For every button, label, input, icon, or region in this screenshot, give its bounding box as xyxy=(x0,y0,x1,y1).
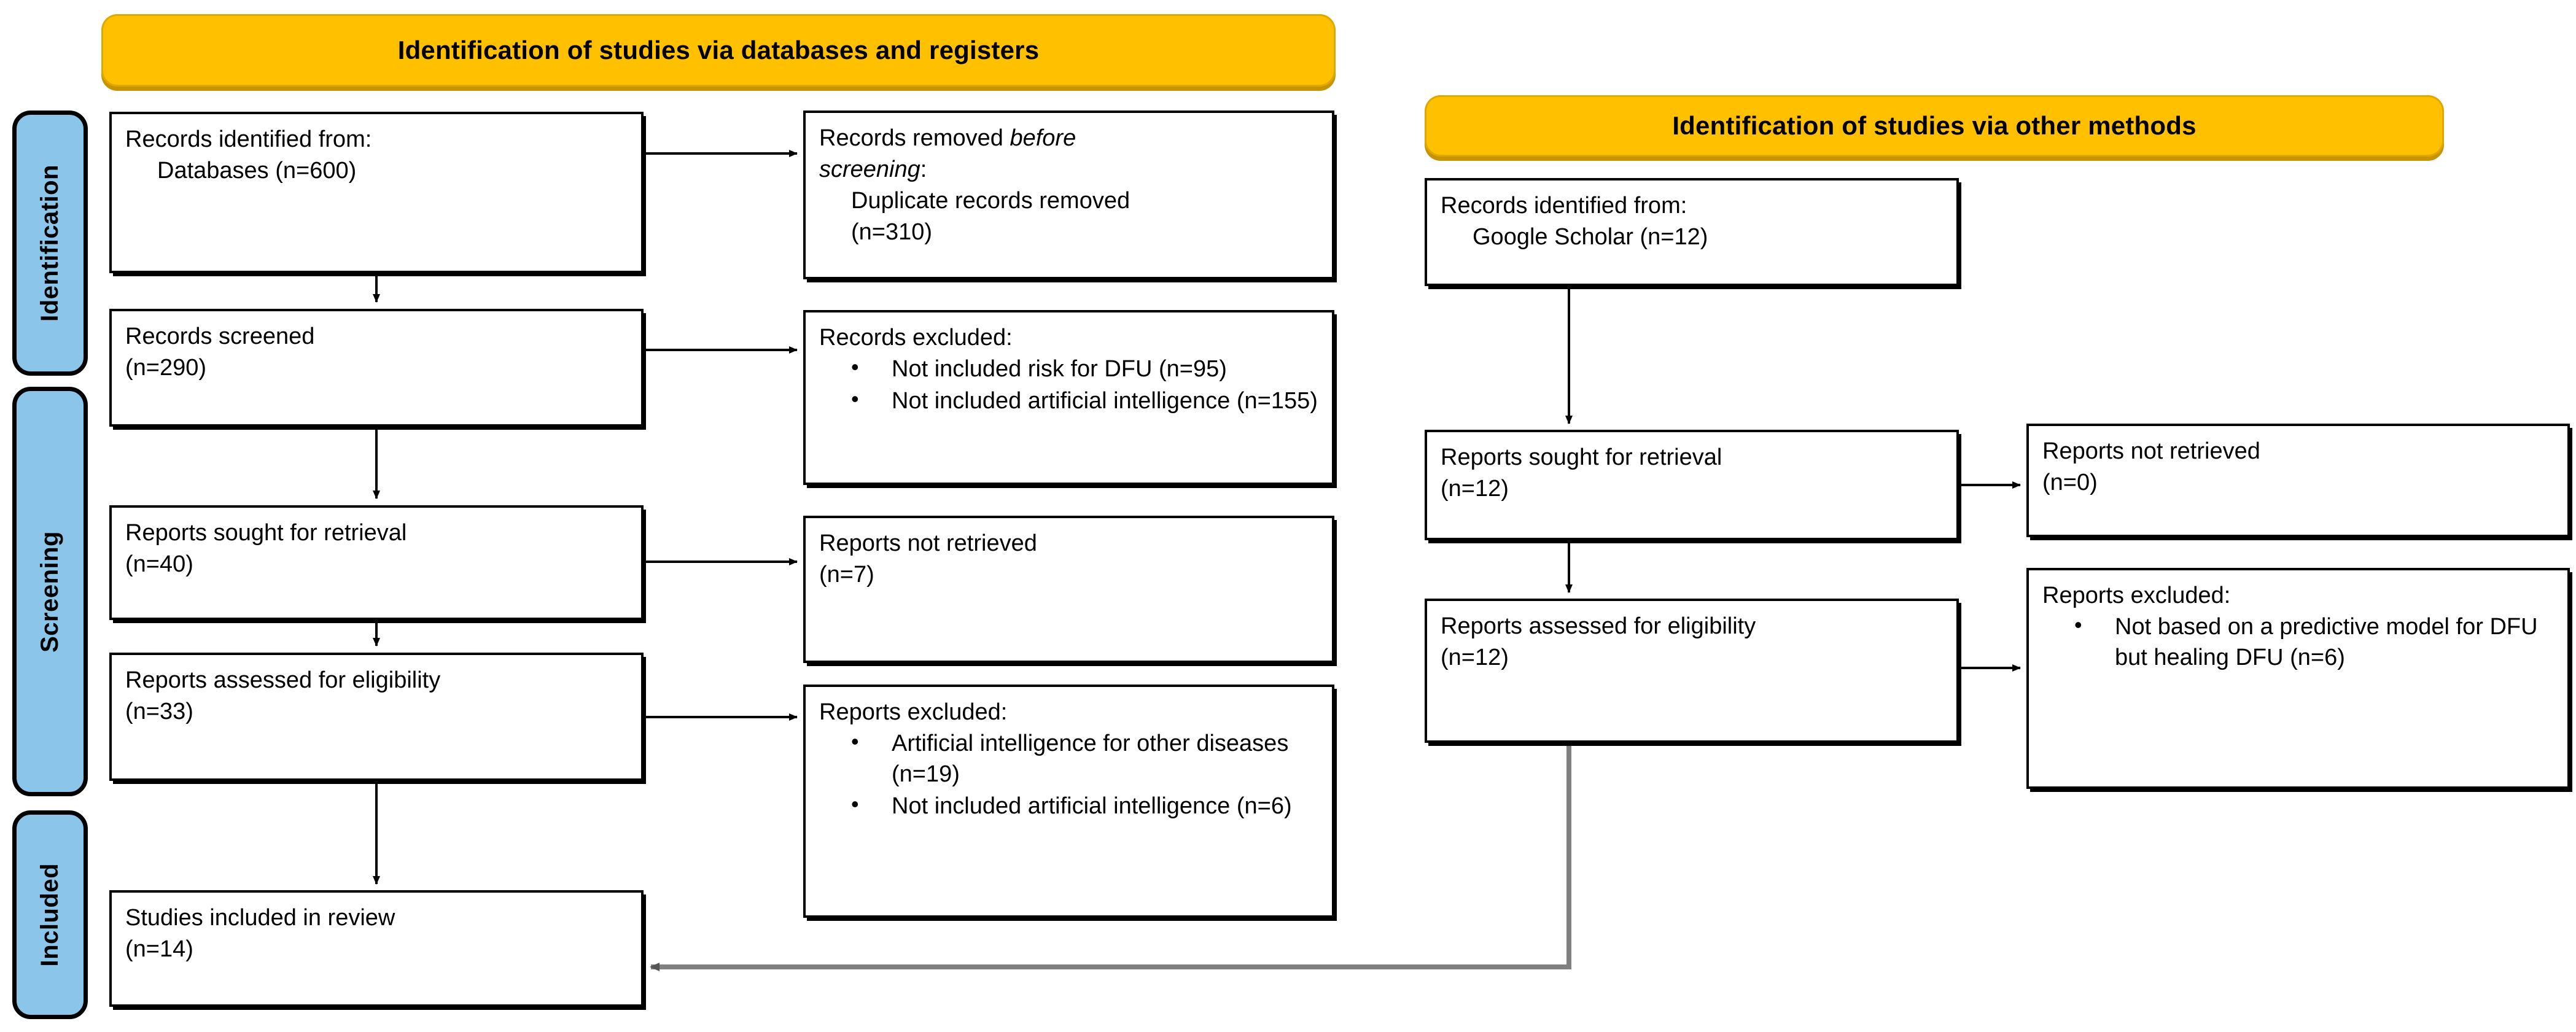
records-removed-line3: Duplicate records removed xyxy=(851,187,1130,214)
reports-not-retrieved-line1: Reports not retrieved xyxy=(819,530,1037,556)
node-records-identified-databases: Records identified from: Databases (n=60… xyxy=(109,112,644,273)
reports-sought-line1: Reports sought for retrieval xyxy=(125,520,407,546)
records-identified-other-line1: Records identified from: xyxy=(1441,193,1687,219)
records-excluded-title: Records excluded: xyxy=(819,325,1013,351)
records-identified-line1: Records identified from: xyxy=(125,126,372,152)
records-removed-line2-colon: : xyxy=(920,156,927,182)
node-reports-excluded-databases: Reports excluded: Artificial intelligenc… xyxy=(803,685,1334,918)
node-records-identified-google-scholar: Records identified from: Google Scholar … xyxy=(1425,178,1959,286)
records-excluded-bullet-2: Not included artificial intelligence (n=… xyxy=(819,384,1320,416)
records-removed-line1-a: Records removed xyxy=(819,125,1010,151)
reports-excluded-other-bullet-1: Not based on a predictive model for DFU … xyxy=(2042,610,2555,673)
records-removed-line1: Records removed before xyxy=(819,123,1320,154)
reports-not-retrieved-line2: (n=7) xyxy=(819,561,874,588)
records-excluded-bullets: Not included risk for DFU (n=95) Not inc… xyxy=(819,352,1320,416)
records-excluded-bullet-1: Not included risk for DFU (n=95) xyxy=(819,352,1320,384)
records-screened-line1: Records screened xyxy=(125,324,315,349)
node-reports-not-retrieved-databases: Reports not retrieved (n=7) xyxy=(803,516,1334,663)
reports-excluded-bullet-2: Not included artificial intelligence (n=… xyxy=(819,790,1320,821)
records-identified-line2: Databases (n=600) xyxy=(157,157,357,184)
reports-assessed-other-line2: (n=12) xyxy=(1441,644,1509,670)
reports-excluded-title: Reports excluded: xyxy=(819,699,1008,725)
reports-assessed-line1: Reports assessed for eligibility xyxy=(125,667,441,693)
node-reports-excluded-other: Reports excluded: Not based on a predict… xyxy=(2026,568,2570,789)
node-records-screened: Records screened (n=290) xyxy=(109,309,644,427)
reports-sought-line2: (n=40) xyxy=(125,551,193,577)
stage-pill-included: Included xyxy=(12,810,88,1019)
records-removed-line1-emphasis: before xyxy=(1010,125,1076,151)
node-reports-assessed-databases: Reports assessed for eligibility (n=33) xyxy=(109,653,644,781)
node-reports-sought-databases: Reports sought for retrieval (n=40) xyxy=(109,505,644,620)
banner-databases-label: Identification of studies via databases … xyxy=(397,35,1040,64)
node-records-removed-before-screening: Records removed before screening: Duplic… xyxy=(803,111,1334,279)
banner-other-methods-label: Identification of studies via other meth… xyxy=(1672,111,2197,140)
records-identified-other-line2: Google Scholar (n=12) xyxy=(1473,223,1708,250)
node-reports-not-retrieved-other: Reports not retrieved (n=0) xyxy=(2026,424,2570,537)
stage-label-identification: Identification xyxy=(36,165,63,322)
stage-label-screening: Screening xyxy=(36,530,63,653)
node-records-excluded: Records excluded: Not included risk for … xyxy=(803,310,1334,485)
studies-included-line1: Studies included in review xyxy=(125,905,395,931)
reports-sought-other-line2: (n=12) xyxy=(1441,475,1509,502)
banner-databases: Identification of studies via databases … xyxy=(101,14,1336,87)
reports-not-retrieved-other-line1: Reports not retrieved xyxy=(2042,438,2260,464)
node-studies-included: Studies included in review (n=14) xyxy=(109,890,644,1007)
stage-label-included: Included xyxy=(36,863,63,967)
reports-assessed-line2: (n=33) xyxy=(125,698,193,724)
reports-sought-other-line1: Reports sought for retrieval xyxy=(1441,444,1722,470)
node-reports-assessed-other: Reports assessed for eligibility (n=12) xyxy=(1425,599,1959,743)
reports-not-retrieved-other-line2: (n=0) xyxy=(2042,469,2098,495)
records-removed-line2-emphasis: screening xyxy=(819,156,920,182)
reports-excluded-other-bullets: Not based on a predictive model for DFU … xyxy=(2042,610,2555,673)
node-reports-sought-other: Reports sought for retrieval (n=12) xyxy=(1425,430,1959,540)
stage-pill-identification: Identification xyxy=(12,111,88,376)
reports-excluded-other-title: Reports excluded: xyxy=(2042,583,2231,608)
reports-excluded-bullets: Artificial intelligence for other diseas… xyxy=(819,727,1320,821)
records-screened-line2: (n=290) xyxy=(125,354,207,381)
stage-pill-screening: Screening xyxy=(12,387,88,796)
banner-other-methods: Identification of studies via other meth… xyxy=(1425,95,2444,157)
records-removed-line4: (n=310) xyxy=(851,219,933,245)
reports-excluded-bullet-1: Artificial intelligence for other diseas… xyxy=(819,727,1320,790)
records-removed-line2: screening: xyxy=(819,154,1320,185)
reports-assessed-other-line1: Reports assessed for eligibility xyxy=(1441,613,1756,639)
studies-included-line2: (n=14) xyxy=(125,936,193,962)
